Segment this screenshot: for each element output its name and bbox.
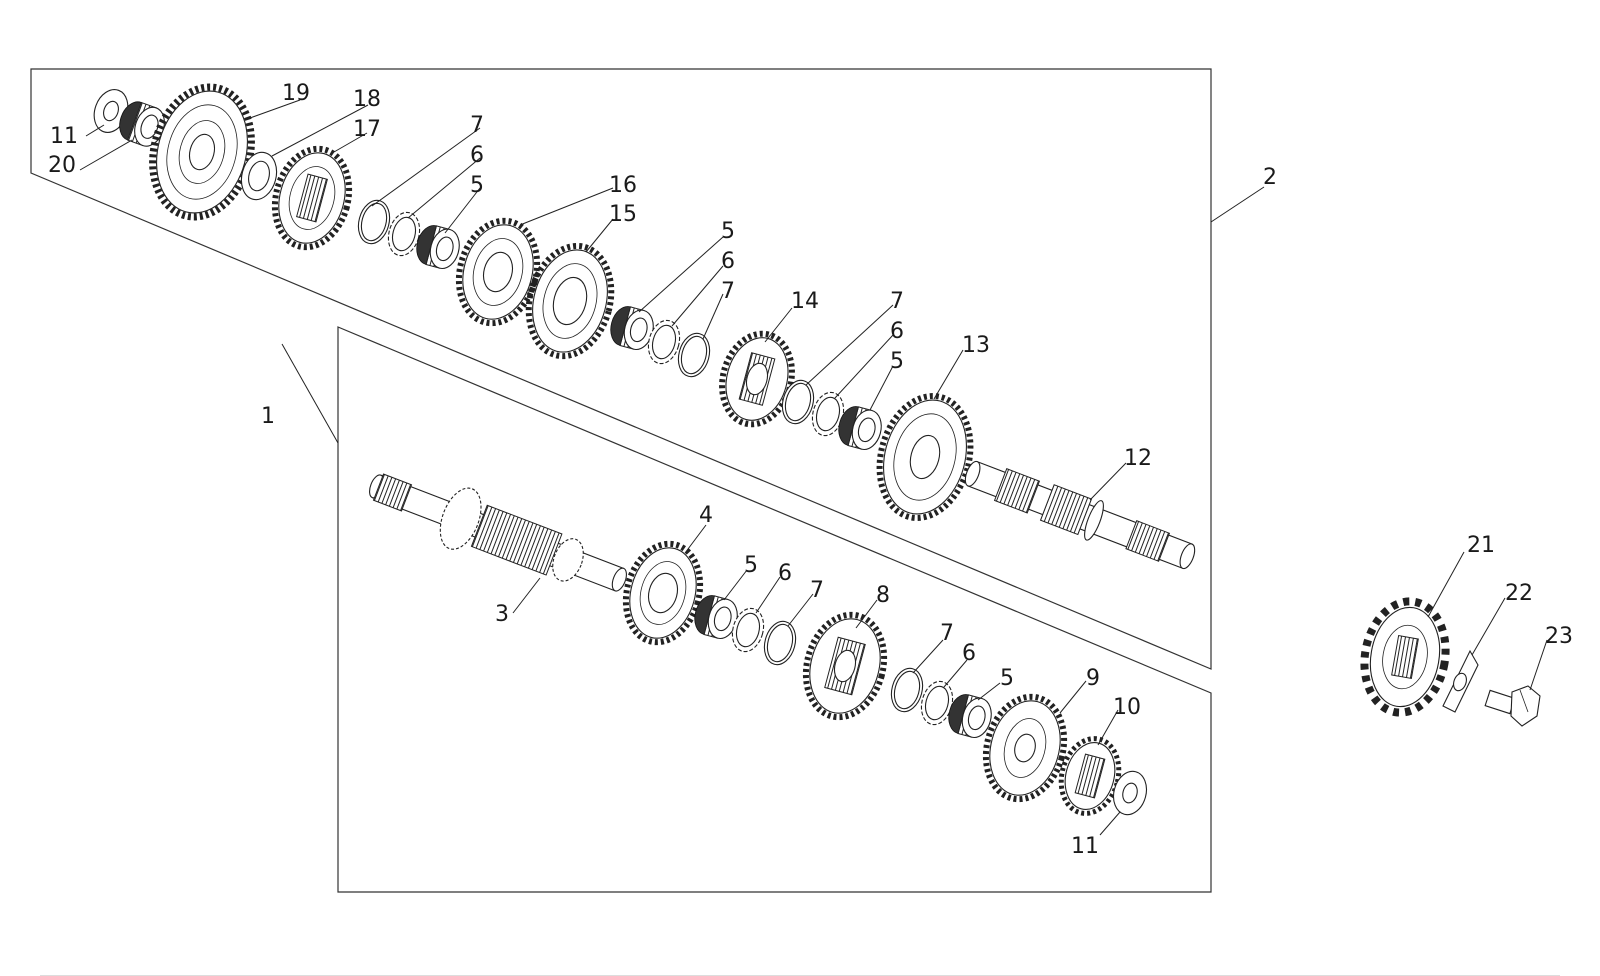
- callout-11a: 11: [50, 124, 78, 149]
- callout-18: 18: [353, 87, 381, 112]
- callout-7a: 7: [470, 113, 484, 138]
- callout-5d: 5: [744, 553, 758, 578]
- front-sprocket-21: [1360, 597, 1450, 717]
- callout-22: 22: [1505, 581, 1533, 606]
- circlip-7-upper-a: [357, 199, 391, 245]
- callout-4: 4: [699, 503, 713, 528]
- circlip-7-lower-b: [890, 667, 924, 713]
- callout-7c: 7: [890, 289, 904, 314]
- gear-4: [622, 540, 704, 646]
- splined-washer-6-upper-a: [387, 211, 421, 257]
- needle-bearing-5-lower-a: [694, 595, 738, 640]
- gear-16: [455, 217, 541, 327]
- assembly-frame-1: [337, 326, 1212, 893]
- callout-15: 15: [609, 202, 637, 227]
- callout-21: 21: [1467, 533, 1495, 558]
- callout-19: 19: [282, 81, 310, 106]
- lock-washer-22: [1442, 649, 1479, 713]
- callout-23: 23: [1545, 624, 1573, 649]
- callout-1: 1: [261, 404, 275, 429]
- input-shaft-3: [369, 473, 627, 592]
- gear-17: [271, 145, 353, 251]
- callout-5e: 5: [1000, 666, 1014, 691]
- needle-bearing-5-lower-b: [948, 694, 992, 739]
- callout-17: 17: [353, 117, 381, 142]
- callout-14: 14: [791, 289, 819, 314]
- callout-12: 12: [1124, 446, 1152, 471]
- callout-20: 20: [48, 153, 76, 178]
- callout-6a: 6: [470, 143, 484, 168]
- callout-2: 2: [1263, 165, 1277, 190]
- gear-19: [149, 83, 255, 221]
- needle-bearing-5-upper-b: [610, 306, 654, 351]
- circlip-7-lower-a: [763, 620, 797, 666]
- needle-bearing-5-upper-c: [838, 406, 882, 451]
- callout-10: 10: [1113, 695, 1141, 720]
- bolt-23: [1484, 685, 1541, 727]
- assembly-frame-2: [30, 68, 1212, 670]
- thrust-washer-11-lower: [1112, 770, 1148, 816]
- callout-9: 9: [1086, 666, 1100, 691]
- callout-5c: 5: [890, 349, 904, 374]
- thrust-washer-11-upper: [93, 89, 129, 133]
- gear-13: [876, 393, 974, 521]
- callout-5a: 5: [470, 173, 484, 198]
- callout-6d: 6: [778, 561, 792, 586]
- callout-6c: 6: [890, 319, 904, 344]
- gear-9: [982, 693, 1068, 803]
- splined-washer-6-lower-b: [920, 680, 954, 726]
- callout-7d: 7: [810, 578, 824, 603]
- callout-6e: 6: [962, 641, 976, 666]
- circlip-7-upper-c: [781, 379, 815, 425]
- callout-5b: 5: [721, 219, 735, 244]
- circlip-7-upper-b: [677, 332, 711, 378]
- callout-11b: 11: [1071, 834, 1099, 859]
- callout-6b: 6: [721, 249, 735, 274]
- callout-7e: 7: [940, 621, 954, 646]
- splined-washer-6-upper-c: [811, 391, 845, 437]
- callout-8: 8: [876, 583, 890, 608]
- output-shaft-12: [964, 460, 1196, 570]
- needle-bearing-20: [119, 101, 165, 147]
- callout-labels: 1 2 3 4 5 5 5 5 5 6 6 6 6 6 7 7 7 7 7 8 …: [48, 81, 1573, 859]
- callout-7b: 7: [721, 279, 735, 304]
- splined-washer-6-lower-a: [731, 607, 765, 653]
- callout-3: 3: [495, 602, 509, 627]
- gear-8: [802, 611, 888, 721]
- splined-washer-6-upper-b: [647, 319, 681, 365]
- washer-18: [240, 151, 278, 201]
- needle-bearing-5-upper-a: [416, 225, 460, 270]
- callout-16: 16: [609, 173, 637, 198]
- leader-lines: [79, 99, 1548, 836]
- callout-13: 13: [962, 333, 990, 358]
